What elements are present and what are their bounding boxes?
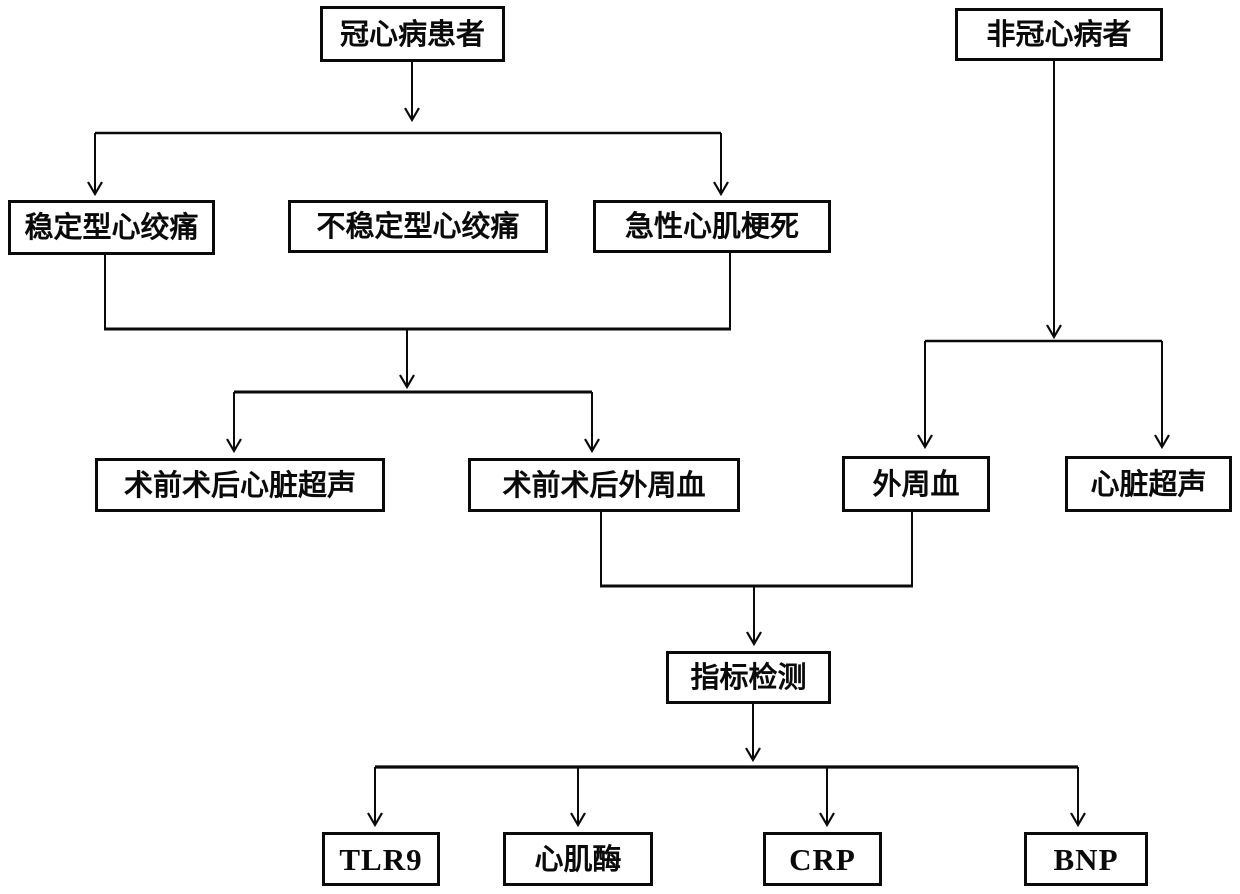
connector-chd-to-subtypes: [87, 62, 729, 197]
node-non-chd-label: 非冠心病者: [986, 17, 1132, 51]
node-non-chd: 非冠心病者: [955, 8, 1163, 61]
node-peripheral-blood: 外周血: [842, 456, 990, 512]
node-bnp: BNP: [1024, 832, 1148, 886]
node-perioperative-peripheral-blood-label: 术前术后外周血: [502, 467, 706, 502]
node-indicator-detection-label: 指标检测: [690, 660, 807, 694]
node-myocardial-enzyme: 心肌酶: [503, 832, 653, 886]
node-unstable-angina-label: 不稳定型心绞痛: [316, 209, 520, 243]
node-acute-mi-label: 急性心肌梗死: [624, 209, 799, 243]
connector-blood-to-detection: [600, 512, 913, 647]
node-crp: CRP: [763, 832, 882, 886]
node-unstable-angina: 不稳定型心绞痛: [288, 200, 548, 253]
node-stable-angina-label: 稳定型心绞痛: [24, 210, 199, 244]
node-chd-patients-label: 冠心病患者: [339, 16, 485, 51]
node-tlr9: TLR9: [322, 832, 440, 886]
connector-detection-to-markers: [367, 704, 1086, 828]
node-crp-label: CRP: [789, 841, 856, 877]
connector-nonchd-to-tests: [917, 60, 1170, 450]
node-myocardial-enzyme-label: 心肌酶: [534, 841, 622, 876]
node-indicator-detection: 指标检测: [666, 651, 831, 704]
node-tlr9-label: TLR9: [339, 841, 423, 877]
node-chd-patients: 冠心病患者: [320, 6, 505, 62]
node-perioperative-peripheral-blood: 术前术后外周血: [468, 458, 740, 512]
node-bnp-label: BNP: [1053, 841, 1119, 877]
node-cardiac-ultrasound-label: 心脏超声: [1090, 466, 1207, 501]
node-stable-angina: 稳定型心绞痛: [8, 200, 215, 255]
node-peripheral-blood-label: 外周血: [872, 466, 960, 501]
node-cardiac-ultrasound: 心脏超声: [1065, 456, 1232, 512]
node-perioperative-cardiac-ultrasound-label: 术前术后心脏超声: [123, 467, 356, 502]
connector-subtypes-to-perioperative: [104, 253, 731, 454]
node-acute-mi: 急性心肌梗死: [593, 200, 831, 253]
node-perioperative-cardiac-ultrasound: 术前术后心脏超声: [95, 458, 385, 512]
